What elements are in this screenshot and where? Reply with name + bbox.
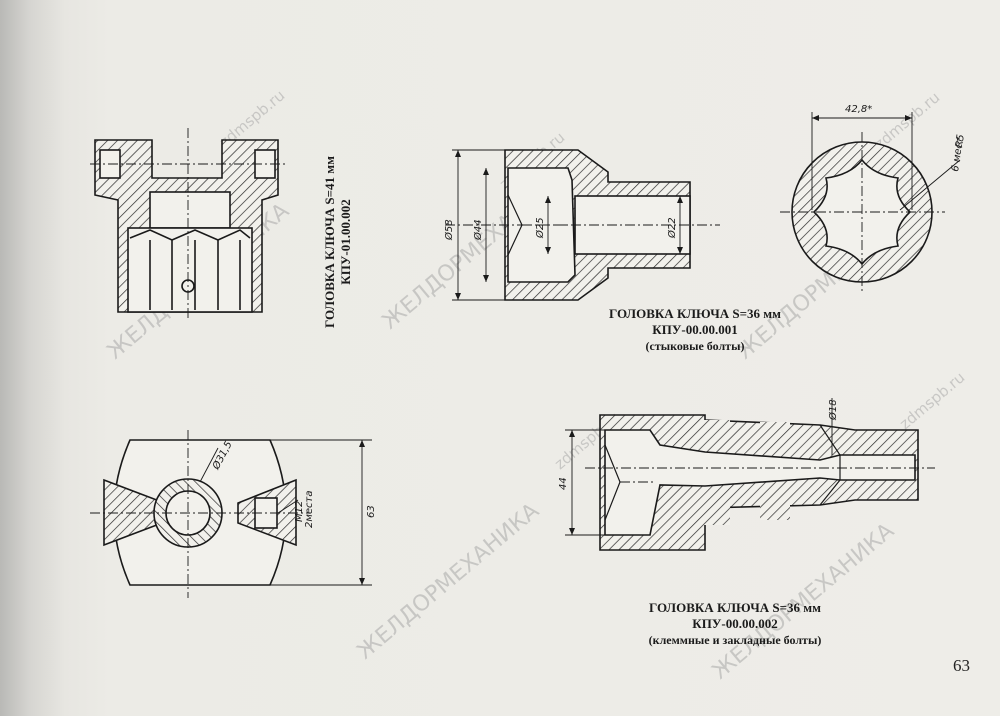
head-36-butt-end-view bbox=[780, 112, 961, 292]
head-36-butt-caption: ГОЛОВКА КЛЮЧА S=36 мм КПУ-00.00.001 (сты… bbox=[580, 306, 810, 354]
dim-h44: 44 bbox=[558, 477, 569, 490]
head-36-butt-note: (стыковые болты) bbox=[645, 339, 745, 353]
head-36-butt-section-view bbox=[445, 149, 720, 301]
dim-h63: 63 bbox=[366, 505, 377, 518]
watermark-site-3: zdmspb.ru bbox=[871, 88, 943, 153]
head-36-clamp-note: (клеммные и закладные болты) bbox=[648, 633, 822, 647]
watermark-company-4: ЖЕЛДОРМЕХАНИКА bbox=[353, 499, 544, 665]
dim-m12: M12 bbox=[294, 501, 305, 522]
head-36-clamp-title: ГОЛОВКА КЛЮЧА S=36 мм bbox=[649, 600, 821, 615]
dim-d44: Ø44 bbox=[472, 219, 484, 241]
head-36-butt-title: ГОЛОВКА КЛЮЧА S=36 мм bbox=[609, 306, 781, 321]
head-41-section-view bbox=[90, 128, 285, 320]
page-number: 63 bbox=[953, 656, 970, 675]
dim-r5-note: 6 мест bbox=[950, 135, 966, 172]
head-36-clamp-section-view bbox=[565, 398, 935, 551]
dim-w428: 42,8* bbox=[845, 104, 872, 115]
dim-d22: Ø22 bbox=[666, 217, 678, 239]
head-36-clamp-code: КПУ-00.00.002 bbox=[692, 616, 778, 631]
dim-m12-note: 2места bbox=[304, 490, 315, 528]
head-36-clamp-caption: ГОЛОВКА КЛЮЧА S=36 мм КПУ-00.00.002 (кле… bbox=[590, 600, 880, 648]
dim-d25: Ø25 bbox=[534, 217, 546, 239]
head-41-code: КПУ-01.00.002 bbox=[338, 199, 353, 285]
dim-r5: R5 bbox=[954, 134, 967, 149]
head-36-butt-code: КПУ-00.00.001 bbox=[652, 322, 738, 337]
head-41-title: ГОЛОВКА КЛЮЧА S=41 мм bbox=[322, 156, 337, 328]
head-41-top-view bbox=[90, 430, 372, 598]
dim-d18: Ø18 bbox=[827, 399, 839, 421]
dim-d58: Ø58 bbox=[443, 219, 455, 241]
watermark-site-5: zdmspb.ru bbox=[896, 368, 968, 433]
head-41-caption: ГОЛОВКА КЛЮЧА S=41 мм КПУ-01.00.002 bbox=[322, 156, 354, 328]
